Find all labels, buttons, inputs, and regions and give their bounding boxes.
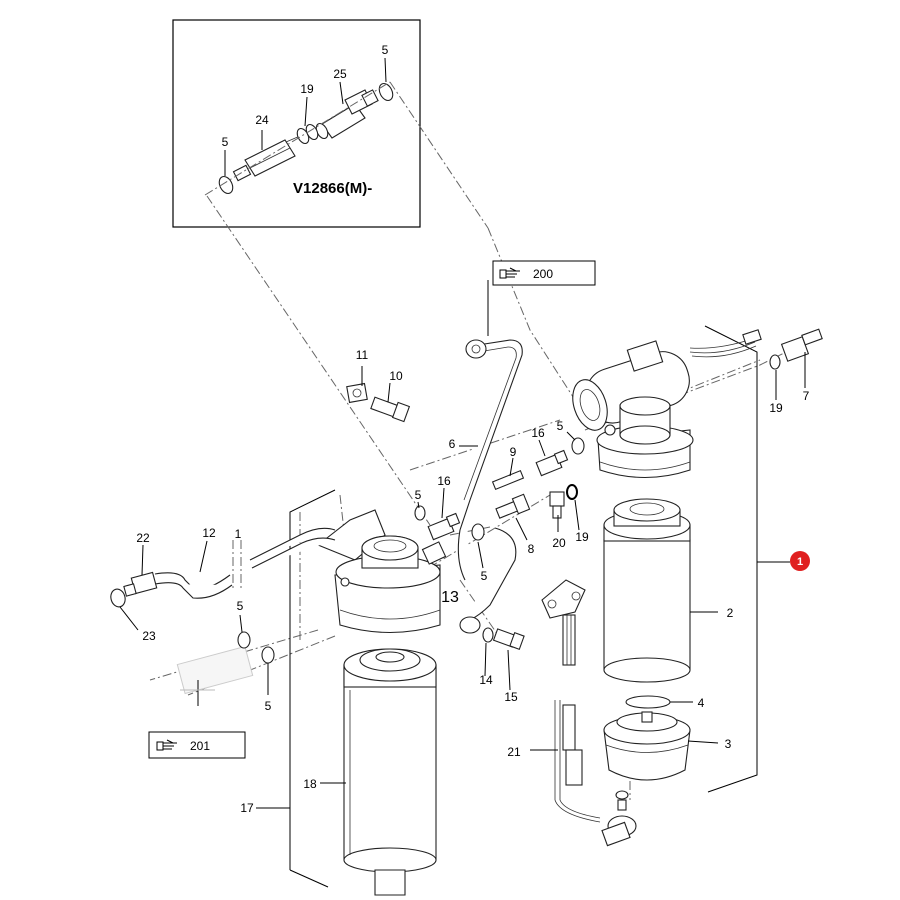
callout-24: 24 <box>255 113 269 127</box>
o-ring-5-inset-right <box>378 82 394 102</box>
callout-21: 21 <box>507 745 521 759</box>
callout-5: 5 <box>222 135 229 149</box>
part-6-fuel-pipe <box>457 339 523 634</box>
part-1-break-marks <box>232 540 242 588</box>
callout-4: 4 <box>698 696 705 710</box>
part-16-fitting-lower <box>427 512 461 541</box>
callout-10: 10 <box>389 369 403 383</box>
callout-18: 18 <box>303 777 317 791</box>
callout-19: 19 <box>769 401 783 415</box>
part-23-washer <box>110 588 126 608</box>
callout-9: 9 <box>510 445 517 459</box>
callout-3: 3 <box>725 737 732 751</box>
callout-22: 22 <box>136 531 150 545</box>
callout-5: 5 <box>557 419 564 433</box>
callout-16: 16 <box>437 474 451 488</box>
callout-19: 19 <box>300 82 314 96</box>
part-11-washer <box>346 382 368 404</box>
o-ring-19-inset-b <box>305 123 319 141</box>
callout-5: 5 <box>481 569 488 583</box>
part-12-fuel-hose <box>154 527 336 599</box>
o-ring-5-left-a <box>237 631 251 649</box>
callout-6: 6 <box>449 437 456 451</box>
pointing-hand-icon <box>499 267 520 279</box>
o-ring-5-left-b <box>261 646 275 664</box>
callout-11: 11 <box>356 348 369 362</box>
part-8-bolt <box>495 493 531 519</box>
callout-23: 23 <box>142 629 156 643</box>
marker-circle <box>790 551 810 571</box>
part-20-plug <box>549 491 565 519</box>
part-4-seal-ring <box>625 695 671 709</box>
o-ring-19-right <box>769 354 781 370</box>
part-25-union-fitting <box>315 89 379 140</box>
part-2-fuel-filter-right <box>603 498 691 683</box>
reference-label-201: 201 <box>190 739 210 753</box>
callout-20: 20 <box>552 536 566 550</box>
part-14-washer <box>482 627 494 643</box>
o-ring-5-inset-left <box>218 175 234 195</box>
o-ring-5-mid <box>414 505 426 521</box>
callout-5: 5 <box>415 488 422 502</box>
o-ring-19-lower <box>566 484 578 500</box>
callout-13: 13 <box>441 589 459 606</box>
bracket-lines <box>289 325 790 888</box>
callout-25: 25 <box>333 67 347 81</box>
callout-15: 15 <box>504 690 518 704</box>
marker-label: 1 <box>797 556 803 568</box>
part-15-bolt <box>492 628 525 650</box>
o-ring-5-right <box>471 523 485 541</box>
callout-5: 5 <box>382 43 389 57</box>
part-16-fitting-upper <box>535 449 569 477</box>
ghost-fitting <box>176 645 254 706</box>
callout-7: 7 <box>803 389 810 403</box>
callout-1: 1 <box>235 527 242 541</box>
part-22-hose-fitting <box>123 571 158 597</box>
part-7-banjo-fitting <box>780 328 823 362</box>
callout-5: 5 <box>237 599 244 613</box>
part-13-filter-head-left <box>316 509 447 633</box>
item-marker-1[interactable]: 1 <box>790 551 810 571</box>
part-3-separator-bowl <box>603 711 691 781</box>
detail-inset: V12866(M)- <box>172 19 421 228</box>
callout-labels: 5 24 19 25 5 11 10 6 9 16 5 16 5 8 20 19… <box>136 43 809 815</box>
callout-19: 19 <box>575 530 589 544</box>
filter-head-right <box>596 396 694 479</box>
part-21-sensor-harness <box>541 579 637 847</box>
pointing-hand-icon <box>156 739 177 751</box>
callout-16: 16 <box>531 426 545 440</box>
part-9-pin <box>491 469 525 491</box>
callout-12: 12 <box>202 526 216 540</box>
part-18-fuel-filter-left <box>343 648 437 896</box>
part-10-bolt <box>370 396 411 423</box>
o-ring-5-upper <box>571 437 585 455</box>
callout-leaders <box>119 280 806 809</box>
reference-box-200[interactable]: 200 <box>492 260 596 286</box>
callout-17: 17 <box>240 801 254 815</box>
reference-label-200: 200 <box>533 267 553 281</box>
callout-8: 8 <box>528 542 535 556</box>
reference-box-201[interactable]: 201 <box>148 731 246 759</box>
model-code-label: V12866(M)- <box>293 180 372 197</box>
callout-14: 14 <box>479 673 493 687</box>
callout-2: 2 <box>727 606 734 620</box>
callout-5: 5 <box>265 699 272 713</box>
